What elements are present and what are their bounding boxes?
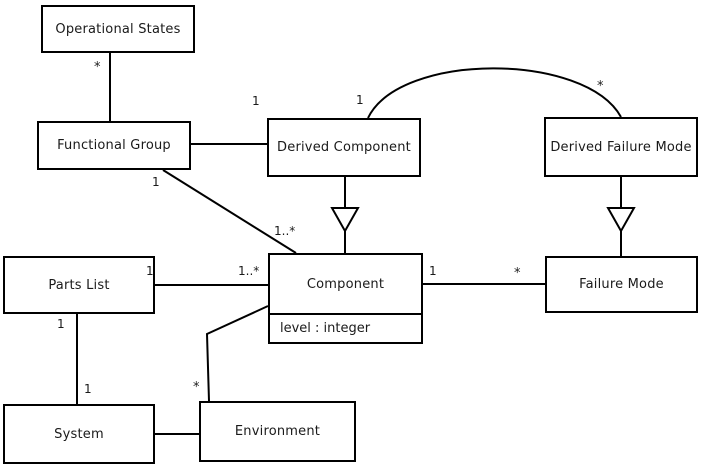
multiplicity-functional-group-derived-component: 1 bbox=[252, 94, 260, 108]
multiplicity-parts-list-system-source: 1 bbox=[57, 317, 65, 331]
class-name-derived-component: Derived Component bbox=[277, 140, 411, 155]
class-box-component[interactable]: Component level : integer bbox=[268, 253, 423, 344]
multiplicity-parts-list-system-target: 1 bbox=[84, 382, 92, 396]
class-name-derived-failure-mode: Derived Failure Mode bbox=[550, 139, 692, 155]
class-box-environment[interactable]: Environment bbox=[199, 401, 356, 462]
edge-derived-component-derived-failure-mode bbox=[367, 67, 622, 119]
class-box-failure-mode[interactable]: Failure Mode bbox=[545, 256, 698, 313]
multiplicity-functional-group-component-target: 1..* bbox=[274, 224, 296, 238]
class-box-operational-states[interactable]: Operational States bbox=[41, 5, 195, 53]
class-name-component: Component bbox=[306, 276, 385, 292]
multiplicity-environment-component: * bbox=[193, 380, 200, 395]
multiplicity-operational-states: * bbox=[94, 60, 101, 75]
class-attribute-component-level: level : integer bbox=[270, 313, 421, 342]
edge-functional-group-component bbox=[162, 169, 297, 254]
multiplicity-parts-list-component-target: 1..* bbox=[238, 264, 260, 278]
generalization-arrowhead-derived-component bbox=[330, 207, 360, 234]
class-box-parts-list[interactable]: Parts List bbox=[3, 256, 155, 314]
class-name-parts-list: Parts List bbox=[48, 277, 110, 293]
multiplicity-parts-list-component-source: 1 bbox=[146, 264, 154, 278]
class-name-environment: Environment bbox=[234, 424, 321, 439]
multiplicity-derived-component-arc-source: 1 bbox=[356, 93, 364, 107]
class-box-derived-failure-mode[interactable]: Derived Failure Mode bbox=[544, 117, 698, 177]
multiplicity-functional-group-component-source: 1 bbox=[152, 175, 160, 189]
multiplicity-derived-failure-mode-arc-target: * bbox=[597, 79, 604, 94]
class-name-functional-group: Functional Group bbox=[57, 138, 171, 153]
class-box-derived-component[interactable]: Derived Component bbox=[267, 118, 421, 177]
class-box-system[interactable]: System bbox=[3, 404, 155, 464]
class-name-failure-mode: Failure Mode bbox=[579, 277, 664, 292]
edge-environment-component bbox=[205, 305, 269, 402]
generalization-arrowhead-derived-failure-mode bbox=[606, 207, 636, 234]
multiplicity-component-failure-mode-source: 1 bbox=[429, 264, 437, 278]
class-name-operational-states: Operational States bbox=[55, 21, 181, 37]
class-name-system: System bbox=[54, 426, 104, 442]
multiplicity-component-failure-mode-target: * bbox=[514, 266, 521, 281]
class-box-functional-group[interactable]: Functional Group bbox=[37, 121, 191, 170]
